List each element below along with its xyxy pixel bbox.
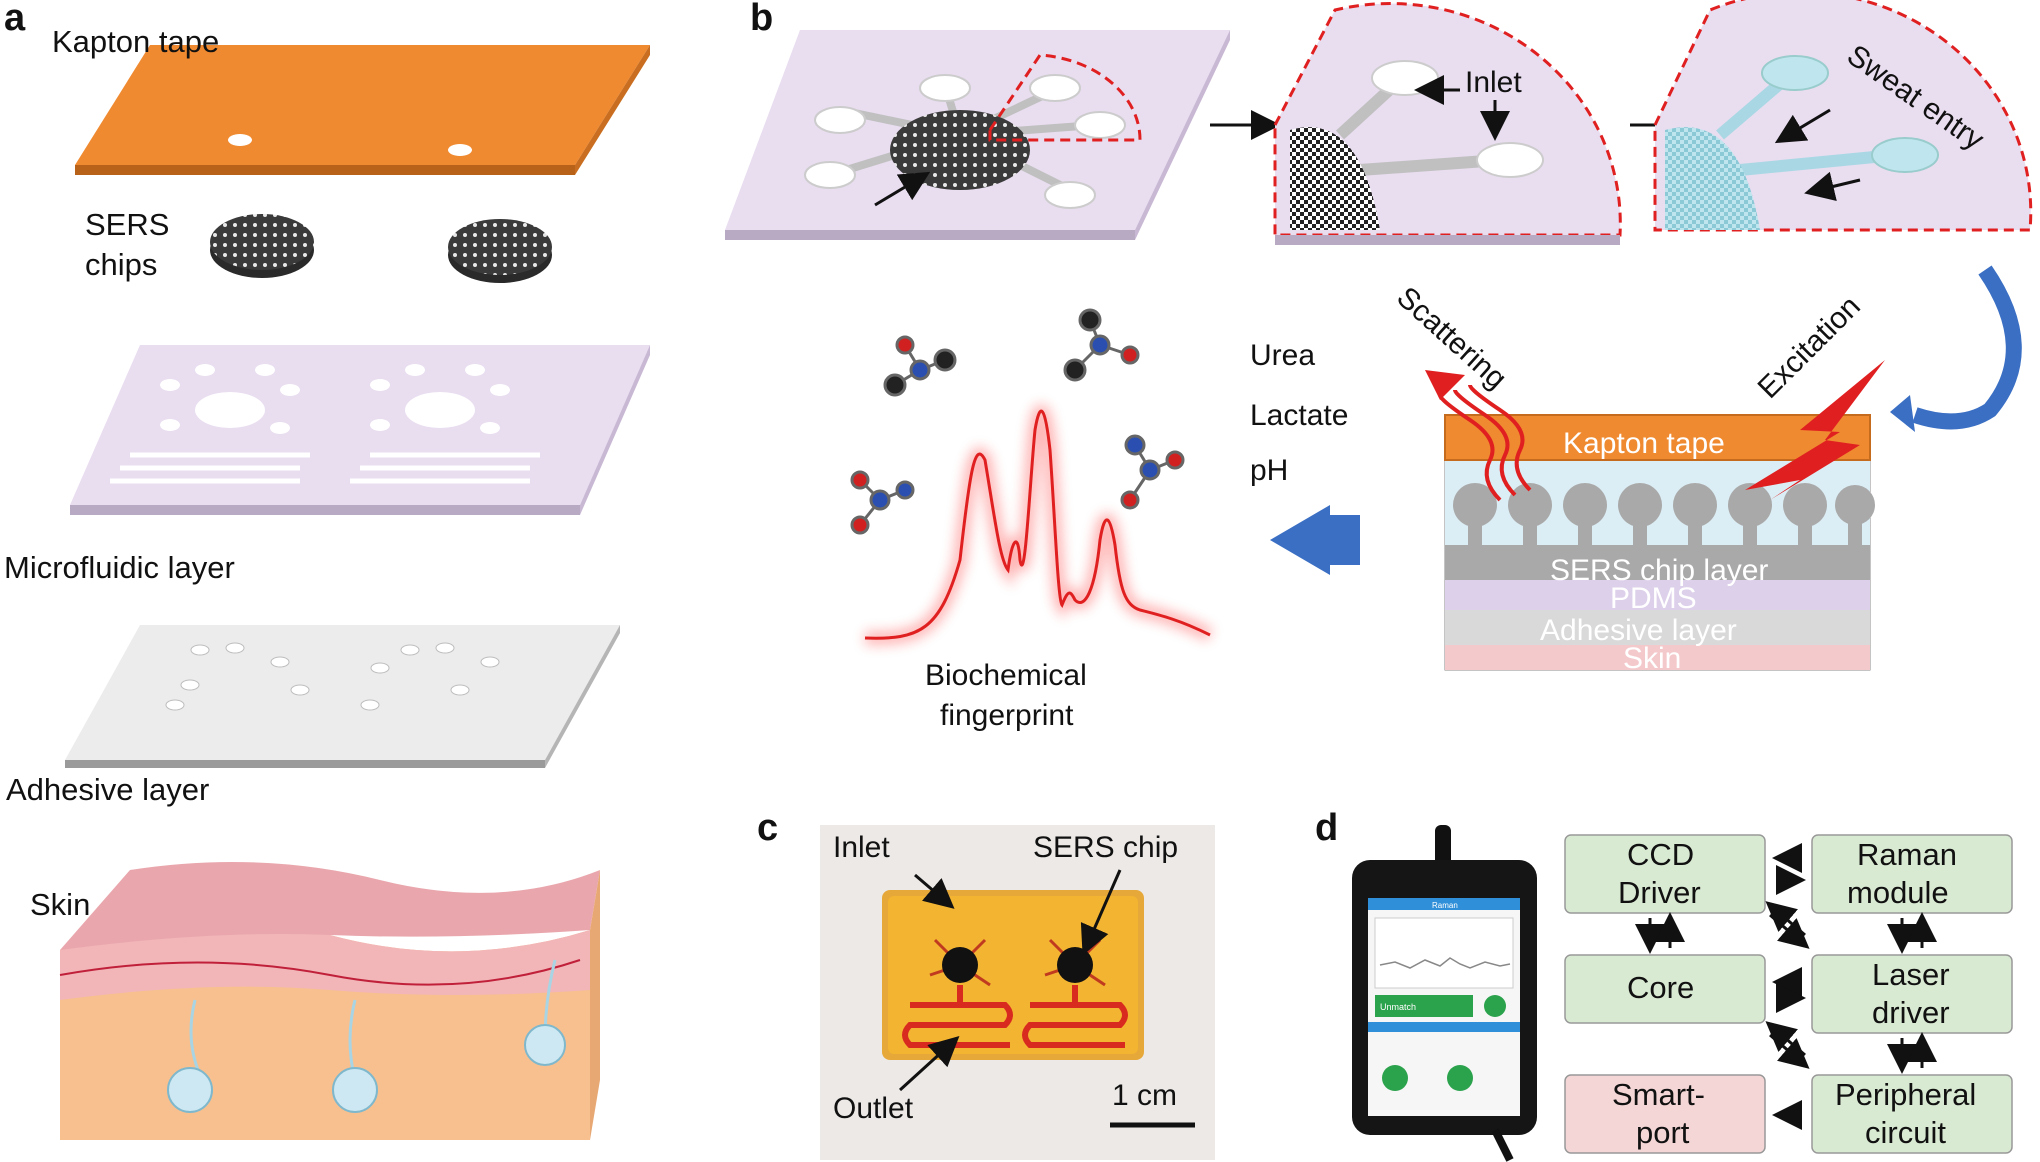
adhesive-layer — [65, 625, 620, 768]
label-fingerprint-2: fingerprint — [940, 699, 1074, 732]
box-laser-line2: driver — [1872, 995, 1950, 1030]
label-kapton-tape: Kapton tape — [52, 24, 219, 59]
block-diagram — [1564, 834, 2013, 1154]
label-fingerprint-1: Biochemical — [925, 659, 1087, 692]
box-core-label: Core — [1627, 970, 1694, 1005]
stack-kapton: Kapton tape — [1563, 427, 1725, 460]
label-scale-bar: 1 cm — [1112, 1079, 1177, 1112]
box-ccd-line1: CCD — [1627, 837, 1694, 872]
box-smart-line1: Smart- — [1612, 1077, 1705, 1112]
box-laser-line1: Laser — [1872, 957, 1950, 992]
box-smart-port — [1564, 1074, 1766, 1154]
curved-blue-arrow — [1912, 265, 2022, 430]
device-status: Unmatch — [1380, 1002, 1416, 1012]
label-microfluidic-layer: Microfluidic layer — [4, 550, 235, 585]
label-sers-line2: chips — [85, 247, 157, 282]
box-raman-line2: module — [1847, 875, 1949, 910]
stack-sers: SERS chip layer — [1550, 554, 1768, 587]
sers-chips — [210, 214, 552, 283]
curved-blue-arrowhead — [1890, 395, 1915, 432]
label-sers-line1: SERS — [85, 207, 169, 242]
label-skin: Skin — [30, 887, 90, 922]
molecules — [850, 308, 1185, 535]
scattering-arrowhead — [1425, 370, 1465, 400]
box-ccd-line2: Driver — [1618, 875, 1701, 910]
analyte-ph: pH — [1250, 454, 1288, 487]
box-peripheral-circuit — [1811, 1074, 2013, 1154]
box-raman-line1: Raman — [1857, 837, 1957, 872]
device-app-title: Raman — [1432, 901, 1458, 910]
box-peripheral-line1: Peripheral — [1835, 1077, 1976, 1112]
label-inlet-c: Inlet — [833, 831, 890, 864]
label-inlet-b: Inlet — [1465, 66, 1522, 99]
box-peripheral-line2: circuit — [1865, 1115, 1946, 1150]
panel-label-c: c — [757, 807, 778, 849]
skin-block — [59, 862, 600, 1140]
excitation-bolt — [1745, 360, 1885, 500]
zoom-inlet — [1273, 2, 1622, 245]
stack-pdms: PDMS — [1610, 582, 1697, 615]
label-sers-chip: SERS chip — [1033, 831, 1178, 864]
analyte-urea: Urea — [1250, 339, 1315, 372]
device-tile — [725, 30, 1230, 240]
label-excitation: Excitation — [1752, 290, 1867, 405]
label-adhesive-layer: Adhesive layer — [6, 772, 209, 807]
stack-skin: Skin — [1623, 642, 1681, 675]
zoom-sweat-entry — [1653, 0, 2033, 232]
device-photo — [820, 825, 1215, 1160]
panel-label-d: d — [1315, 807, 1338, 849]
panel-label-a: a — [4, 0, 26, 39]
box-smart-line2: port — [1636, 1115, 1690, 1150]
box-core — [1564, 954, 1766, 1024]
scattering-waves — [1438, 384, 1532, 502]
label-outlet: Outlet — [833, 1092, 914, 1125]
microfluidic-layer — [70, 345, 650, 515]
raman-spectrum — [864, 404, 1214, 646]
stack-adhesive: Adhesive layer — [1540, 614, 1737, 647]
blue-output-arrow — [1270, 505, 1360, 575]
panel-label-b: b — [750, 0, 773, 39]
kapton-tape-layer — [75, 45, 650, 175]
analyte-lactate: Lactate — [1250, 399, 1348, 432]
handheld-device: Raman Unmatch — [1352, 825, 1537, 1162]
